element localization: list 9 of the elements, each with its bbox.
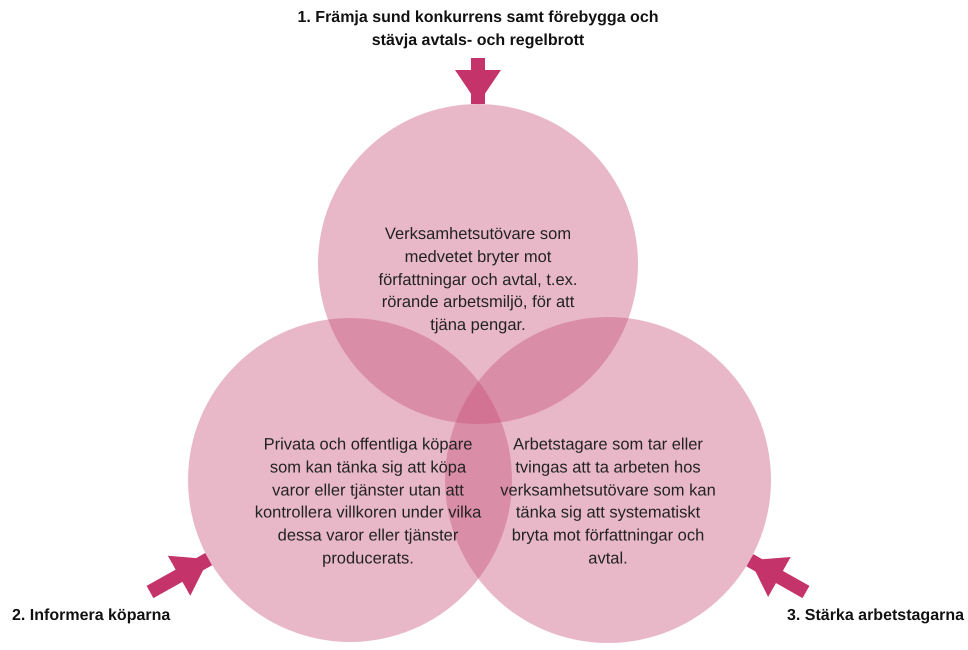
circle-text: Verksamhetsutövare som medvetet bryter mot författningar och avtal, t.ex. rörande arbetsmiljö, för att tjäna pengar. [377,224,579,336]
goal-label: 1. Främja sund konkurrens samt förebygga och stävja avtals- och regelbrott [293,6,663,52]
arrow [146,553,212,598]
circle-text: Privata och offentliga köpare som kan tänka sig att köpa varor eller tjänster utan att kontrollera villkoren under vilka dessa varor eller tjänster producerats. [254,434,482,570]
goal-label: 3. Stärka arbetstagarna [706,604,964,628]
circle-text: Arbetstagare som tar eller tvingas att ta arbeten hos verksamhetsutövare som kan tänka sig att systematiskt bryta mot författningar och avtal. [499,434,717,570]
arrow [746,554,810,598]
goal-label: 2. Informera köparna [12,604,262,628]
arrow [455,58,501,104]
